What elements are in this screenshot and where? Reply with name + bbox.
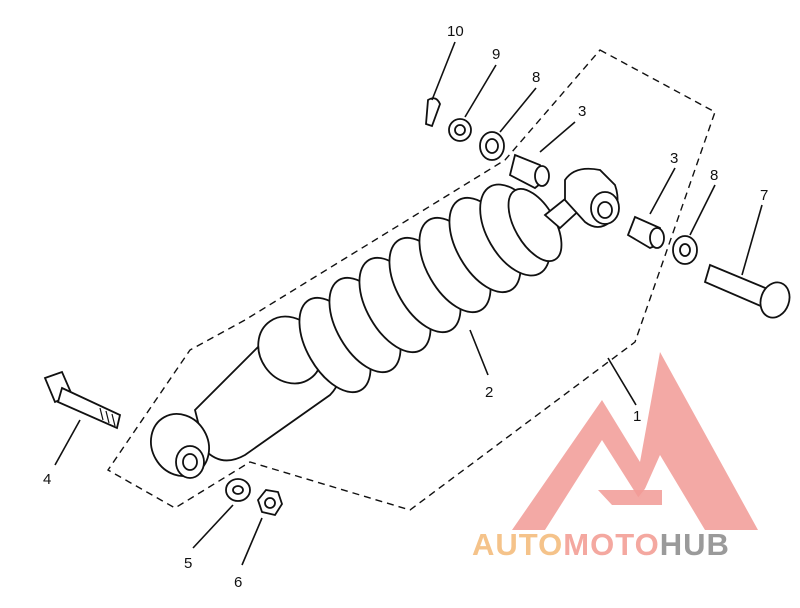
- callout-2: 2: [485, 384, 493, 401]
- collar-lower: [626, 215, 665, 250]
- watermark-auto: AUTO: [472, 527, 563, 562]
- watermark-hub: HUB: [660, 527, 730, 562]
- callout-4: 4: [43, 471, 51, 488]
- watermark-triangle-icon: [512, 352, 758, 530]
- watermark-text: AUTOMOTOHUB: [472, 527, 730, 562]
- oil-seal-lower: [672, 235, 698, 265]
- spring: [298, 183, 563, 394]
- callout-8-lower: 8: [710, 167, 718, 184]
- callout-3-lower: 3: [670, 150, 678, 167]
- pin: [703, 263, 791, 319]
- collar-upper: [508, 153, 550, 190]
- callout-6: 6: [234, 574, 242, 591]
- upper-eye-mount: [543, 167, 620, 230]
- oil-seal-upper: [479, 131, 505, 161]
- nut: [256, 489, 283, 517]
- callout-10: 10: [447, 23, 464, 40]
- bolt: [43, 370, 122, 430]
- leader-lines: [54, 41, 763, 566]
- plain-washer: [448, 118, 472, 142]
- callout-5: 5: [184, 555, 192, 572]
- callout-7: 7: [760, 187, 768, 204]
- washer: [225, 478, 251, 502]
- watermark-inner-icon: [560, 462, 690, 525]
- watermark-moto: MOTO: [563, 527, 659, 562]
- shock-body: [150, 315, 340, 479]
- cotter-pin: [425, 97, 441, 128]
- callout-3-upper: 3: [578, 103, 586, 120]
- callout-9: 9: [492, 46, 500, 63]
- watermark-logo-icon: [512, 352, 758, 530]
- watermark-hook-icon: [598, 490, 662, 505]
- callouts: 1 2 3 3 4 5 6 7 8 8 9 10: [43, 23, 768, 591]
- callout-8-upper: 8: [532, 69, 540, 86]
- callout-1: 1: [633, 408, 641, 425]
- assembly-boundary: [106, 49, 716, 511]
